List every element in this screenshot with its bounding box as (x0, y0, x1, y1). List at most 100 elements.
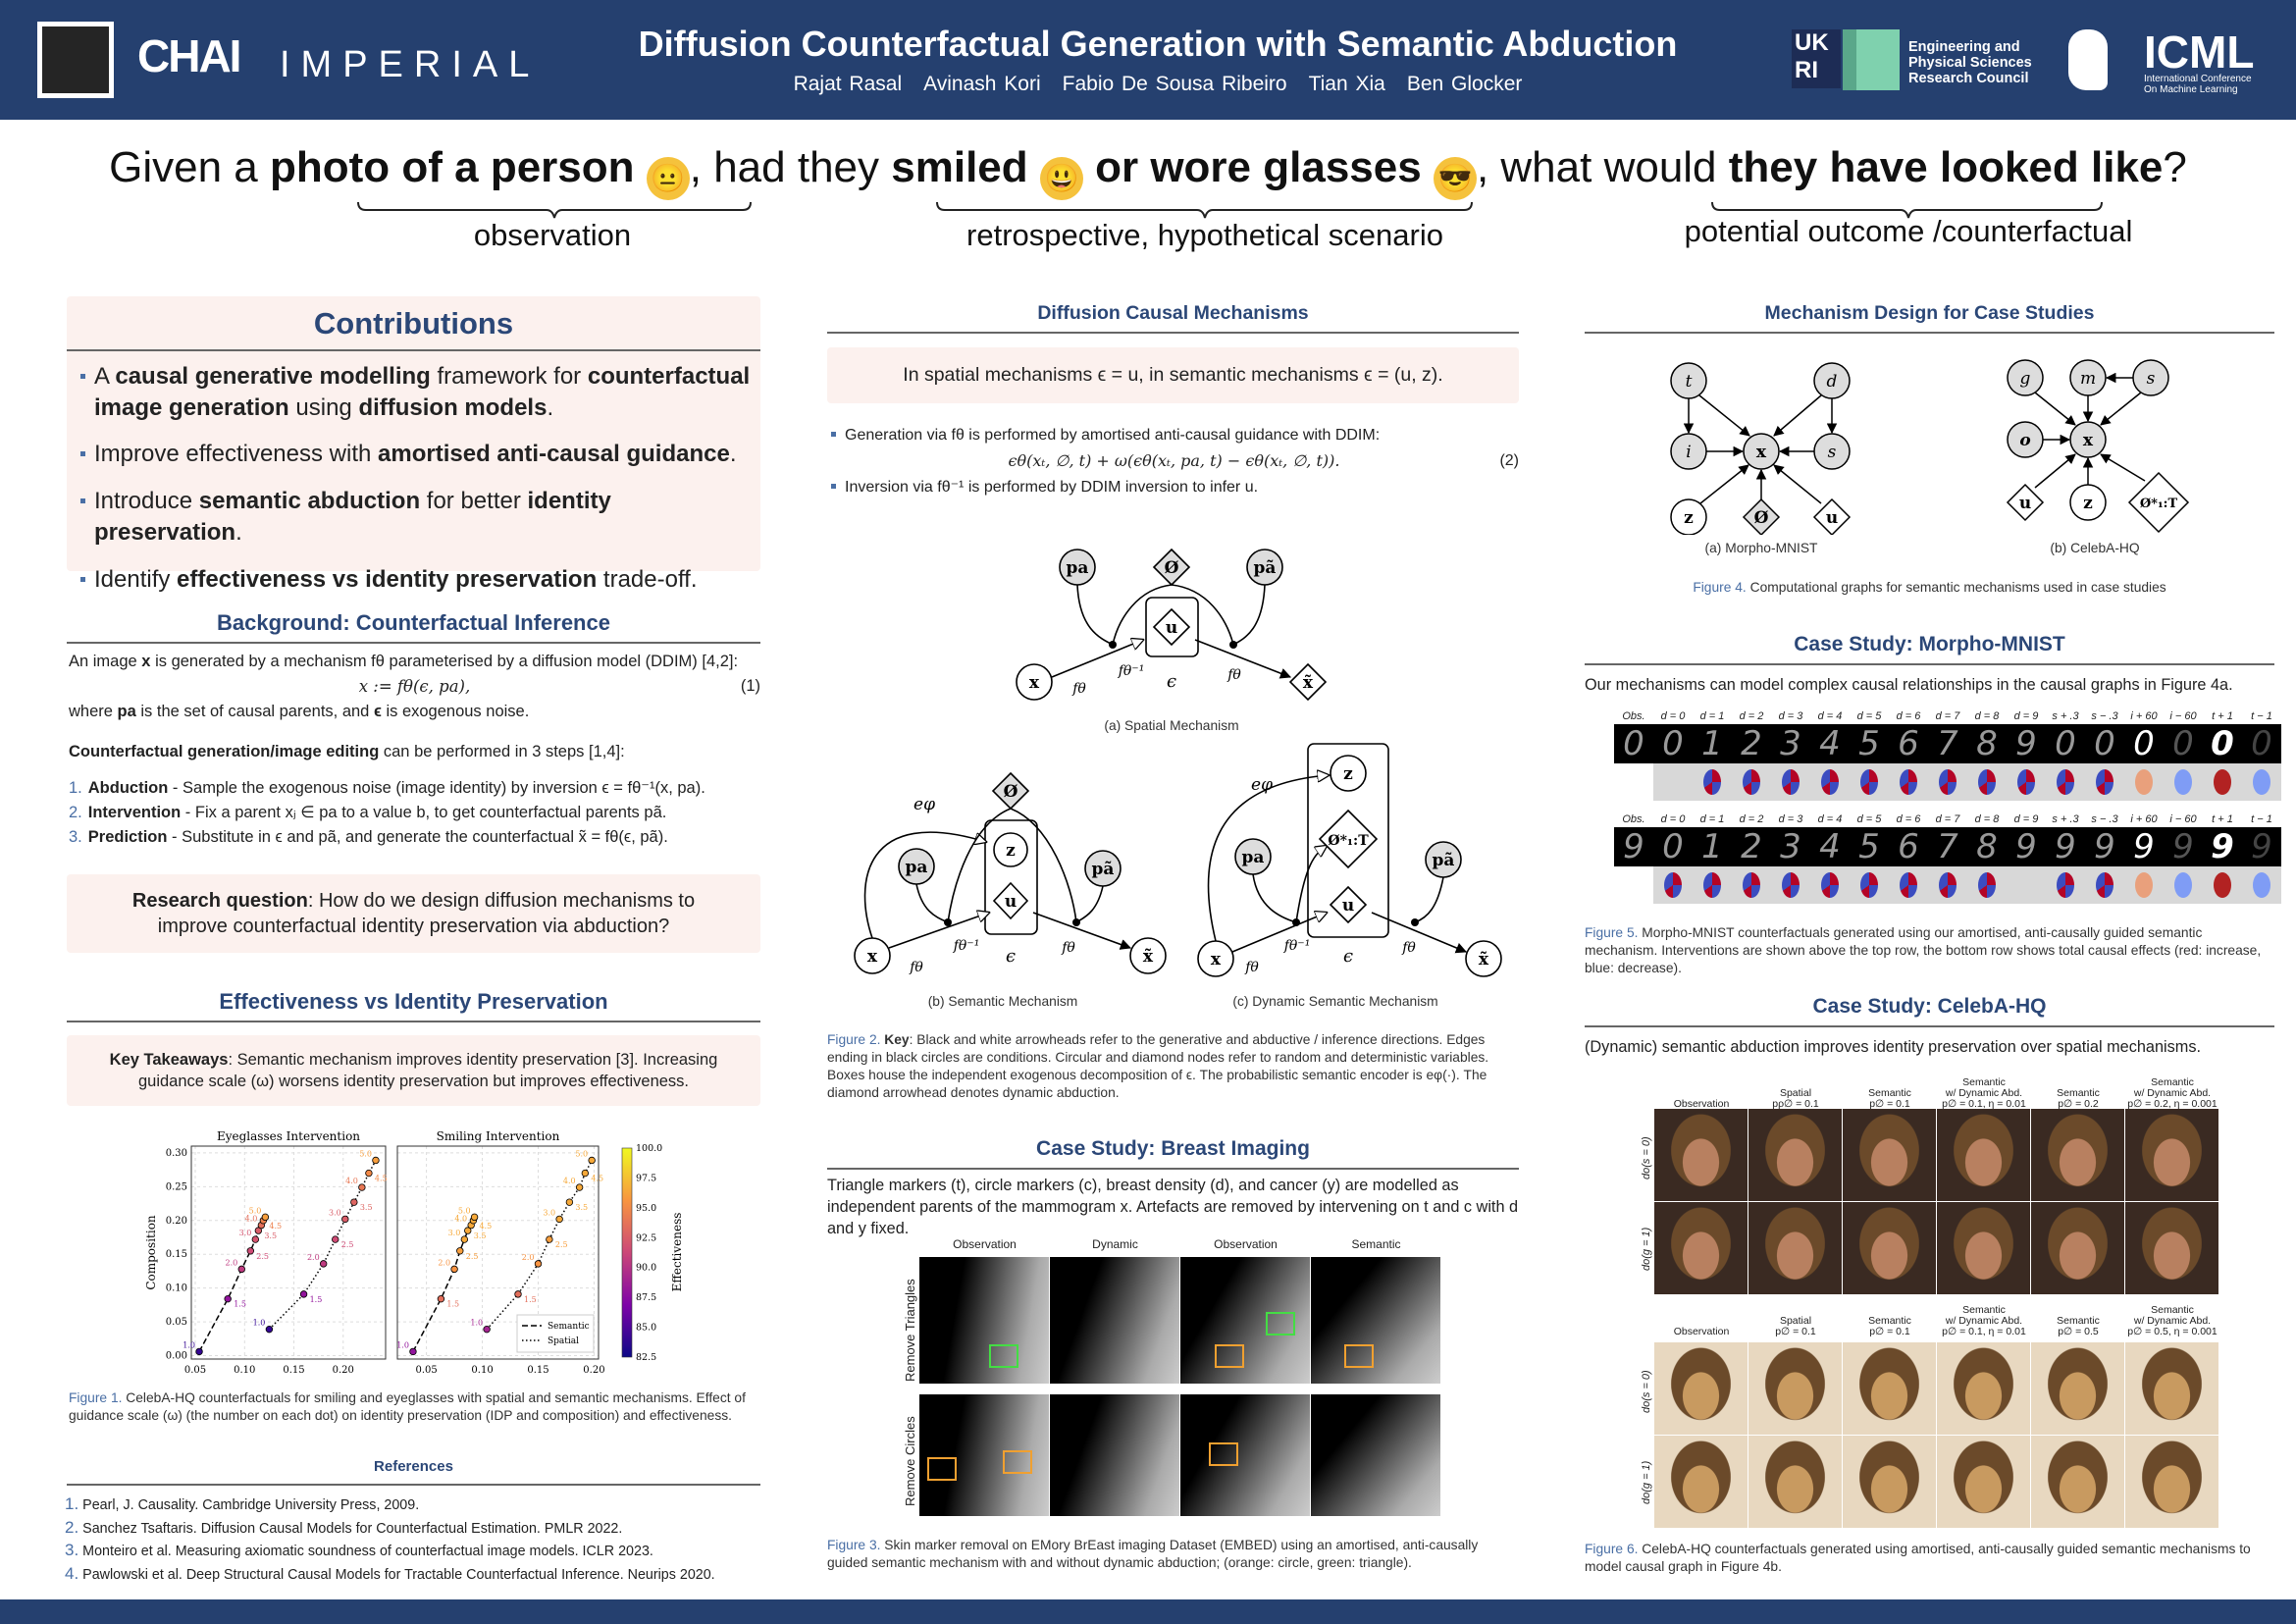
reference-item: 1. Pearl, J. Causality. Cambridge Univer… (65, 1494, 420, 1513)
column-header: Semantic p∅ = 0.1 (1868, 1087, 1911, 1110)
text: or wore glasses (1095, 143, 1422, 191)
data-point (437, 1294, 445, 1303)
text: Identify (94, 566, 178, 593)
row-label: do(s = 0) (1641, 1136, 1652, 1179)
face-image (1937, 1436, 2030, 1528)
digit-image: 9 (2203, 827, 2242, 866)
x-tick-label: 0.15 (527, 1365, 548, 1374)
contributions-list: A causal generative modelling framework … (78, 361, 756, 596)
data-label: 1.0 (470, 1319, 483, 1328)
step-text: Abduction - Sample the exogenous noise (… (88, 776, 705, 801)
column-header: d = 2 (1739, 813, 1764, 825)
bold-text: semantic abduction (198, 488, 421, 514)
effect-map (1889, 866, 1928, 904)
label-f: fθ (1226, 667, 1241, 683)
column-header: d = 6 (1896, 710, 1921, 722)
data-point (588, 1156, 596, 1165)
qr-code[interactable] (37, 22, 114, 98)
effect-map (1771, 763, 1810, 801)
node-label: d (1827, 372, 1838, 392)
digit-image: 8 (1967, 827, 2007, 866)
effect-map (2007, 866, 2046, 904)
data-point (254, 1227, 263, 1234)
node-label: s (1828, 443, 1837, 462)
effect-blob (1939, 872, 1957, 898)
reference-text: Pearl, J. Causality. Cambridge Universit… (82, 1497, 420, 1513)
data-label: 1.0 (396, 1340, 409, 1349)
mammogram-image (1050, 1394, 1179, 1516)
mechanisms-title: Diffusion Causal Mechanisms (1037, 302, 1309, 324)
column-header: t − 1 (2251, 813, 2272, 825)
label-z: z (1006, 841, 1016, 861)
data-label: 5.0 (458, 1206, 471, 1215)
mechanism-highlight-box: In spatial mechanisms ϵ = u, in semantic… (827, 347, 1519, 403)
effect-map (1732, 866, 1771, 904)
effect-map (1810, 763, 1850, 801)
face-image (2031, 1202, 2124, 1294)
bold-text: pa (117, 703, 136, 720)
subfigure-b-label: (b) Semantic Mechanism (927, 994, 1078, 1009)
epsrc-line: Physical Sciences (1908, 55, 2032, 71)
node-label: x (2083, 431, 2094, 450)
column-header: Observation (953, 1237, 1017, 1251)
figure-5-caption: Figure 5. Morpho-MNIST counterfactuals g… (1585, 924, 2276, 977)
node-label: t (1686, 372, 1693, 392)
effect-blob (1703, 872, 1721, 898)
face-image (1748, 1342, 1842, 1435)
figure-4-graphs: t d i x s z Ø u g m s o x u z Ø*₁:T (1670, 359, 2190, 535)
bold-text: counterfactual image generation (94, 363, 751, 421)
sunglasses-face-icon: 😎 (1433, 157, 1477, 200)
y-tick-label: 0.10 (166, 1283, 187, 1294)
colorbar-tick-label: 87.5 (636, 1292, 656, 1303)
y-tick-label: 0.30 (166, 1148, 187, 1159)
row-label: do(s = 0) (1641, 1370, 1652, 1413)
text: photo of a person (270, 143, 635, 191)
column-header: i + 60 (2130, 710, 2158, 722)
column-header: s − .3 (2091, 710, 2118, 722)
column-header: Observation (1673, 1098, 1730, 1110)
column-header: Dynamic (1092, 1237, 1138, 1251)
column-header: s − .3 (2091, 813, 2118, 825)
data-label: 2.0 (226, 1258, 238, 1267)
effect-blob (2253, 769, 2270, 795)
effect-map (2203, 763, 2242, 801)
divider (67, 642, 760, 644)
bold-text: Key (884, 1032, 910, 1047)
data-point (546, 1235, 553, 1243)
face-image (2125, 1342, 2218, 1435)
effect-blob (1703, 769, 1721, 795)
effect-map (1850, 763, 1889, 801)
caption-text: CelebA-HQ counterfactuals for smiling an… (69, 1390, 746, 1423)
legend-box (516, 1314, 595, 1353)
text: . (547, 394, 554, 421)
digit-image: 9 (1614, 827, 1653, 866)
node-u (1152, 607, 1191, 647)
effect-map (1967, 866, 2007, 904)
digit-image: 0 (2242, 724, 2281, 763)
design-title: Mechanism Design for Case Studies (1764, 302, 2095, 324)
data-label: 3.0 (543, 1208, 555, 1217)
column-header: d = 9 (2013, 813, 2039, 825)
epsrc-line: Engineering and (1908, 39, 2020, 55)
contributions-title: Contributions (313, 306, 514, 341)
icml-logo-icon (2068, 29, 2108, 90)
label-null: Ø (1165, 558, 1179, 578)
column-header: d = 5 (1856, 813, 1882, 825)
poster-title: Diffusion Counterfactual Generation with… (638, 24, 1678, 64)
text: Given a (109, 143, 270, 191)
data-label: 1.5 (234, 1300, 246, 1309)
x-tick-label: 0.05 (184, 1365, 206, 1374)
text: is generated by a mechanism fθ parameter… (150, 653, 739, 670)
column-header: d = 6 (1896, 813, 1921, 825)
breast-text: Triangle markers (t), circle markers (c)… (827, 1177, 1519, 1237)
text: they have looked like (1728, 143, 2164, 191)
column-header: d = 1 (1699, 710, 1725, 722)
bold-text: ϵ (373, 703, 382, 720)
mammogram-image (1180, 1394, 1310, 1516)
node-x (1016, 663, 1053, 701)
row-label: Remove Circles (903, 1416, 917, 1506)
background-line: An image x is generated by a mechanism f… (69, 650, 760, 674)
